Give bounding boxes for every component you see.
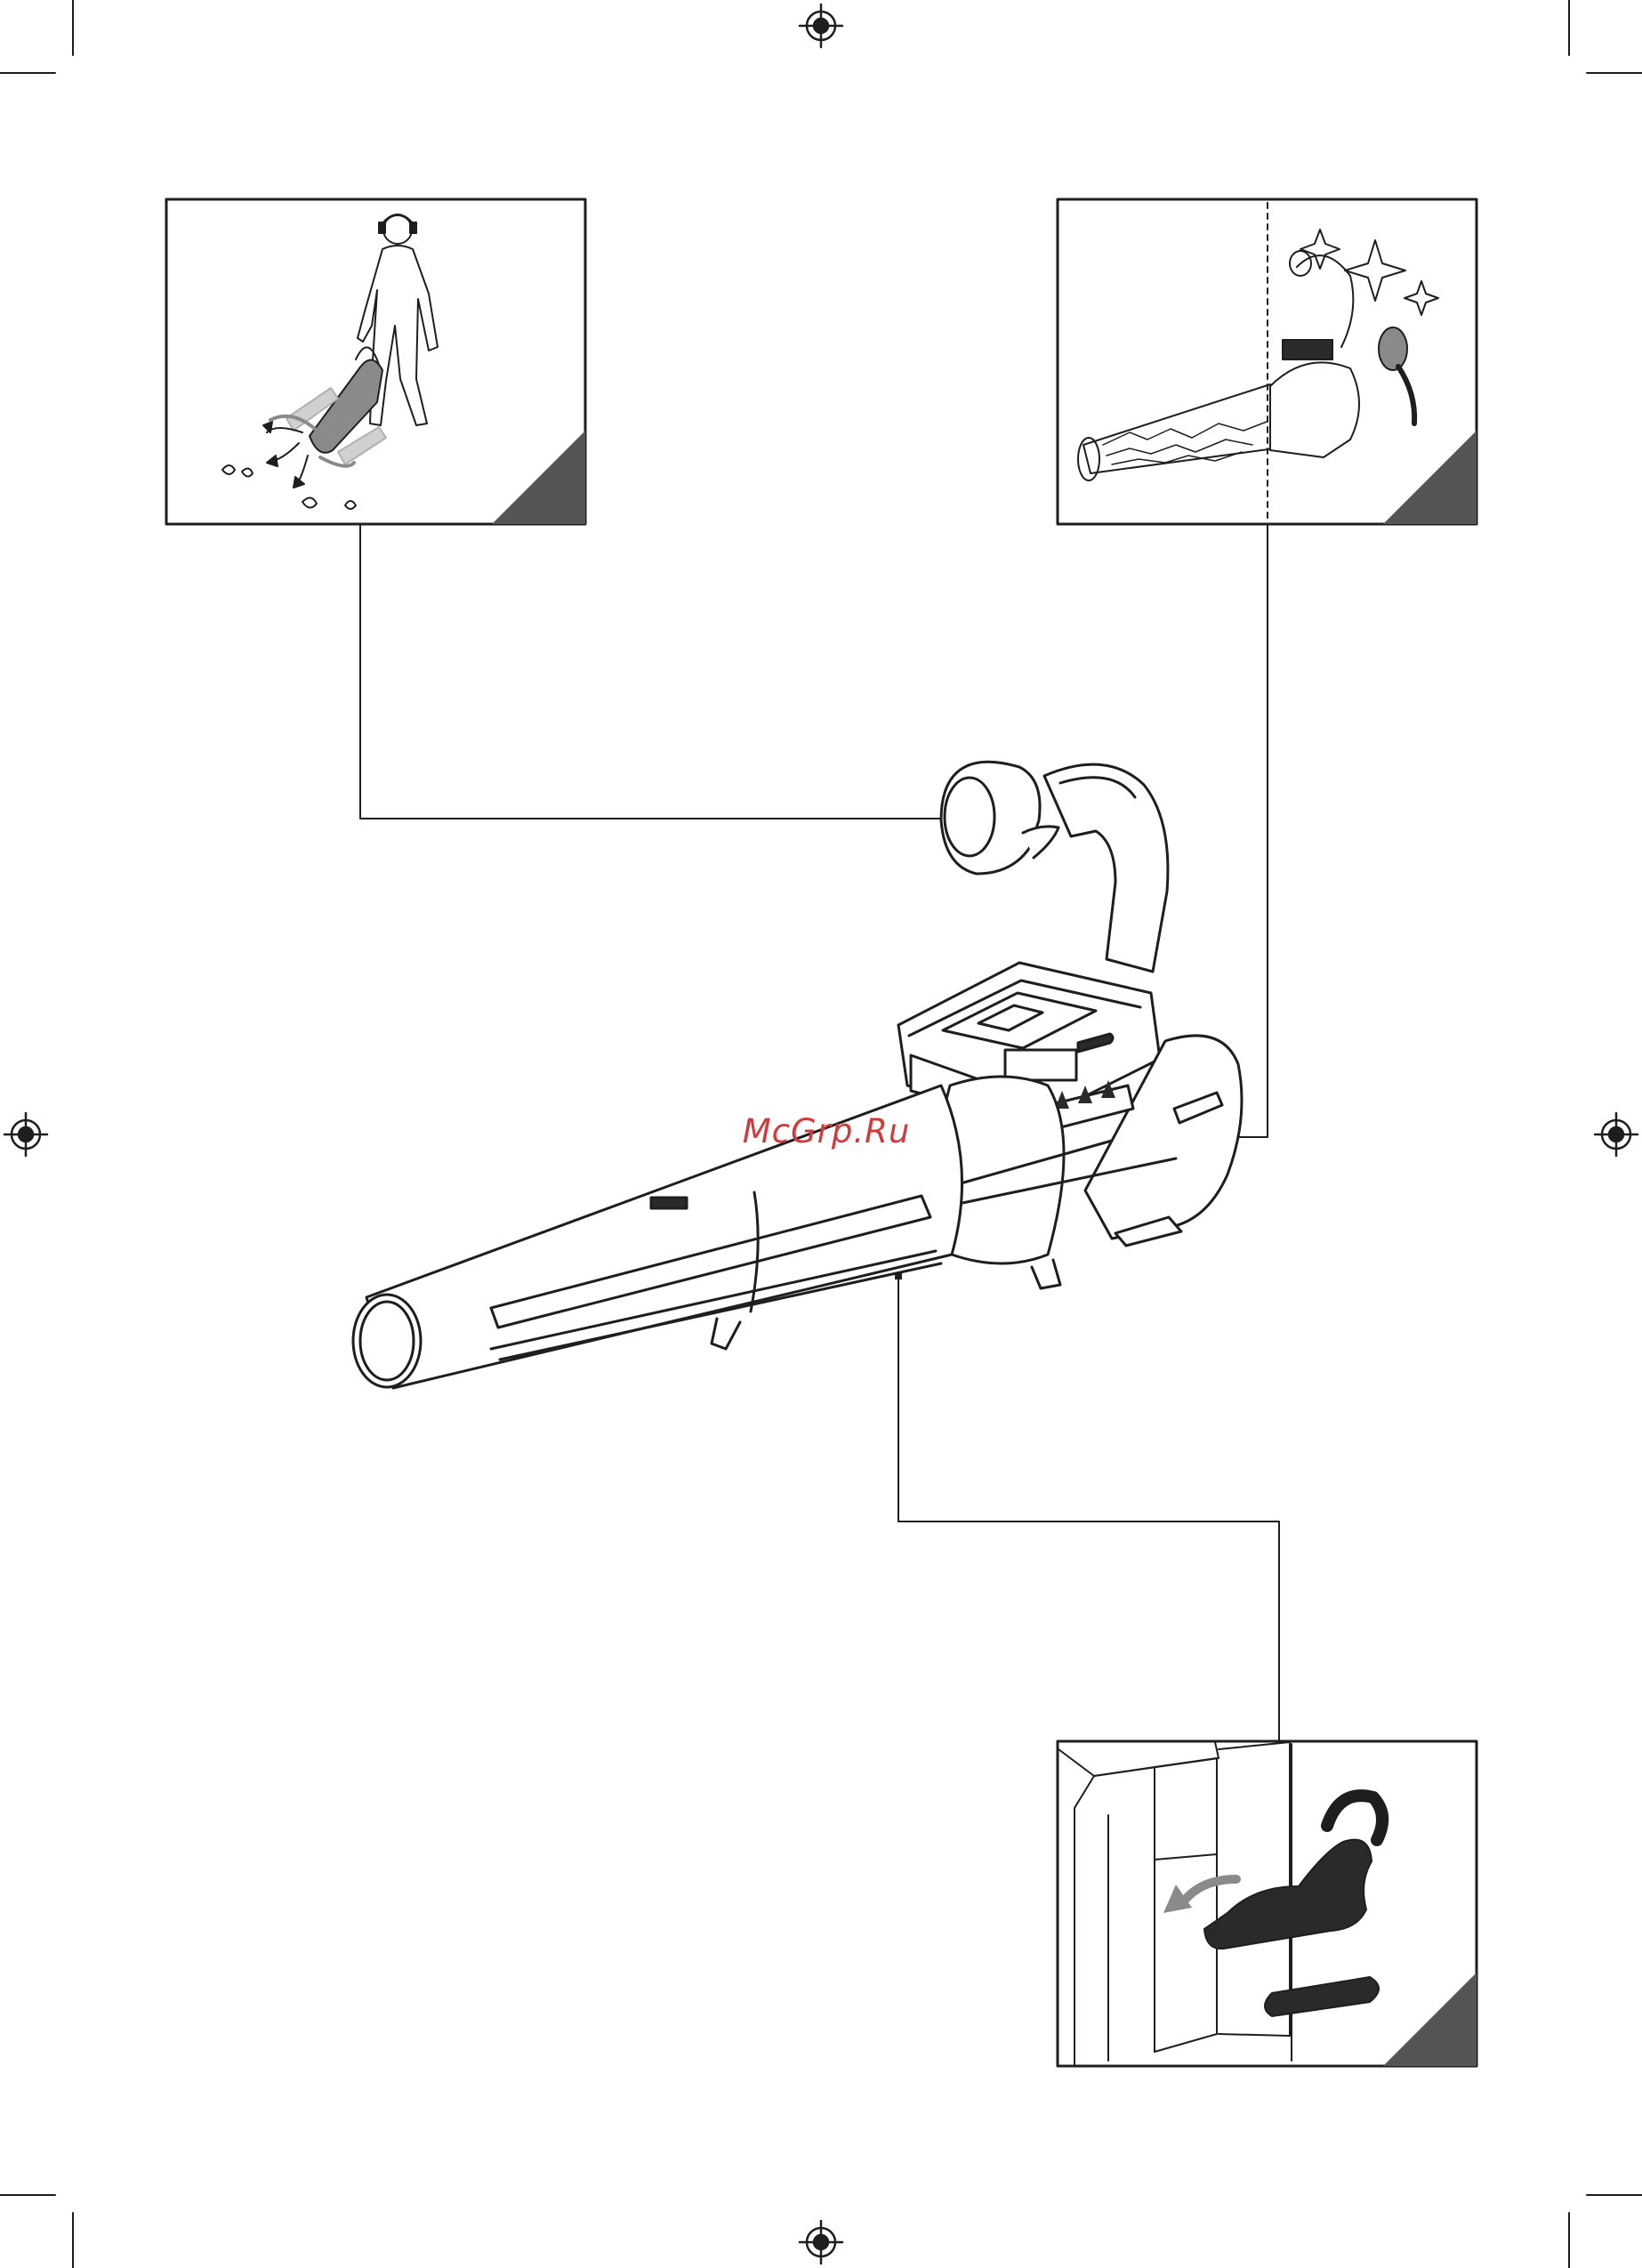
watermark: McGrp.Ru <box>737 1112 915 1150</box>
leaf-blower-illustration <box>353 762 1242 1388</box>
registration-mark-top <box>800 4 842 47</box>
panel-storage <box>1058 1741 1477 2066</box>
registration-mark-right <box>1595 1113 1638 1156</box>
registration-mark-left <box>4 1113 47 1156</box>
panel-cleaning <box>1058 199 1477 524</box>
panel-usage <box>166 199 585 524</box>
registration-mark-bottom <box>800 2221 842 2264</box>
